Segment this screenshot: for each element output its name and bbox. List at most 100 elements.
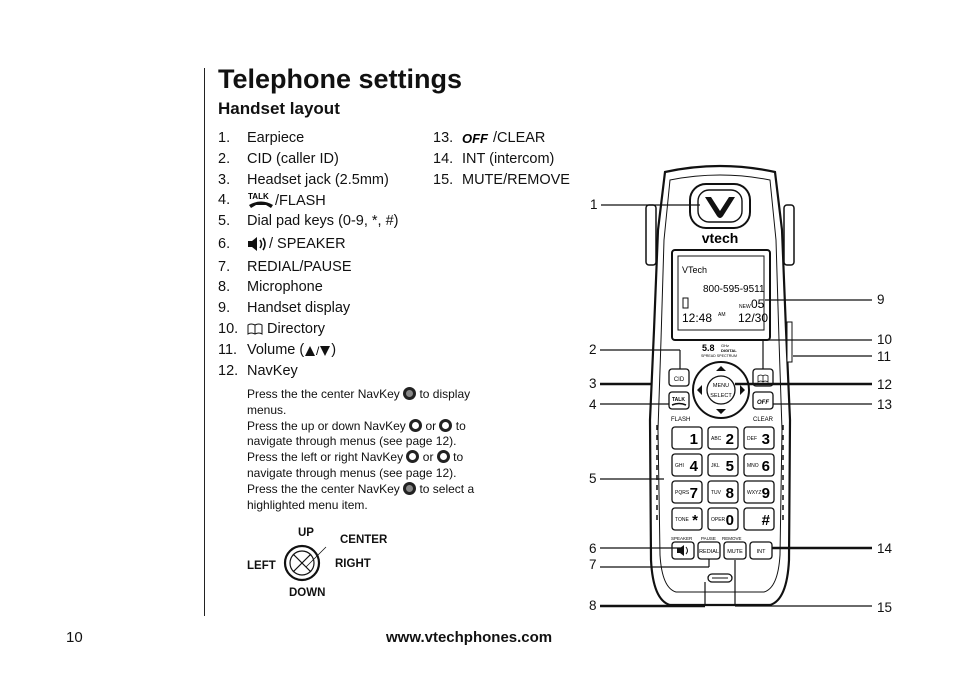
callout-12: 12 [877, 377, 893, 392]
footer-url: www.vtechphones.com [386, 629, 553, 646]
dial-key-letters: MNO [747, 463, 759, 469]
callout-1: 1 [590, 197, 598, 212]
dial-key-digit: 9 [762, 485, 770, 502]
dial-key [743, 426, 775, 450]
screen-line2: 800-595-9511 [703, 284, 765, 295]
dial-key [707, 453, 739, 477]
book-icon [247, 323, 263, 336]
navkey-paragraph: Press the left or right NavKey or to nav… [247, 450, 464, 480]
dial-key-digit: 2 [726, 431, 734, 448]
volume-arrows-icon: / [305, 344, 331, 357]
dial-key-digit: 5 [726, 458, 734, 475]
key-redial: REDIAL [699, 549, 719, 555]
navkey-paragraph: Press the up or down NavKey or to naviga… [247, 418, 466, 449]
nav-menu: MENU [713, 383, 729, 389]
navkey-down-label: DOWN [289, 587, 326, 599]
callout-10: 10 [877, 332, 893, 347]
navkey-instructions: Press the the center NavKey to display m… [247, 387, 507, 513]
callout-3: 3 [589, 376, 597, 391]
dial-key [707, 507, 739, 531]
speaker-icon [248, 237, 266, 252]
talk-icon-label: TALK [248, 192, 269, 201]
dial-key [671, 507, 703, 531]
label-clear: CLEAR [753, 417, 774, 423]
navkey-paragraph: Press the the center NavKey to select a … [247, 481, 475, 512]
dial-key [671, 426, 703, 450]
navkey-down-icon [439, 418, 453, 432]
dial-key-digit: 6 [762, 458, 770, 475]
callout-7: 7 [589, 557, 597, 572]
label-remove: REMOVE [722, 536, 742, 541]
navkey-right-icon [436, 450, 450, 464]
callout-15: 15 [877, 600, 893, 615]
badge-digital: DIGITAL [721, 348, 737, 353]
screen-date: 12/30 [738, 311, 768, 325]
dial-key-digit: 1 [690, 431, 698, 448]
dial-key-letters: WXYZ [747, 490, 761, 496]
screen-am: AM [718, 312, 726, 318]
nav-select: SELECT [710, 393, 732, 399]
page-number: 10 [66, 629, 83, 646]
key-off: OFF [757, 400, 769, 406]
dial-key [671, 480, 703, 504]
badge-ghz: GHz [721, 343, 729, 348]
navkey-center-label: CENTER [340, 534, 388, 546]
section-subtitle: Handset layout [218, 99, 340, 118]
vertical-divider [204, 68, 205, 616]
dial-key-letters: TUV [711, 490, 722, 496]
screen-time: 12:48 [682, 311, 712, 325]
navkey-diagram [283, 544, 327, 582]
callout-13: 13 [877, 397, 893, 412]
callout-8: 8 [589, 598, 597, 613]
dial-key-letters: OPER [711, 517, 726, 523]
navkey-paragraph: Press the the center NavKey to display m… [247, 387, 471, 417]
phone-brand: vtech [702, 230, 739, 246]
label-flash: FLASH [671, 417, 690, 423]
callout-9: 9 [877, 292, 885, 307]
callout-14: 14 [877, 541, 893, 556]
dial-key-digit: 8 [726, 485, 734, 502]
dial-key-digit: 0 [726, 512, 734, 529]
navkey-left-icon [406, 450, 420, 464]
dial-key-letters: ABC [711, 436, 722, 442]
badge-58: 5.8 [702, 343, 715, 353]
navkey-right-label: RIGHT [335, 558, 371, 570]
dial-key [743, 453, 775, 477]
navkey-up-label: UP [298, 527, 314, 539]
dial-key [743, 480, 775, 504]
navkey-center-icon [403, 387, 417, 400]
key-talk: TALK [672, 397, 685, 403]
key-mute: MUTE [727, 549, 743, 555]
navkey-up-icon [409, 418, 423, 432]
dial-key-letters: DEF [747, 436, 757, 442]
key-cid: CID [674, 377, 685, 383]
page-title: Telephone settings [218, 64, 463, 94]
dial-key-letters: TONE [675, 517, 689, 523]
navkey-center-icon [403, 481, 417, 495]
dial-key-digit: * [692, 512, 698, 529]
dial-key-digit: # [762, 512, 771, 529]
navkey-left-label: LEFT [247, 560, 276, 572]
dial-key-letters: PQRS [675, 490, 690, 496]
screen-new: NEW [739, 304, 751, 310]
dial-key [707, 426, 739, 450]
dial-key-digit: 3 [762, 431, 770, 448]
talk-icon: TALK [248, 192, 273, 208]
off-icon: OFF [462, 131, 489, 145]
key-int: INT [757, 549, 767, 555]
svg-text:/: / [316, 344, 320, 357]
dial-key [671, 453, 703, 477]
label-pause: PAUSE [701, 536, 716, 541]
dial-key-digit: 4 [690, 458, 699, 475]
screen-count: 05 [751, 297, 765, 311]
callout-5: 5 [589, 471, 597, 486]
dial-key-letters: JKL [711, 463, 720, 469]
dial-key [707, 480, 739, 504]
off-icon-label: OFF [462, 131, 489, 145]
callout-4: 4 [589, 397, 597, 412]
callout-6: 6 [589, 541, 597, 556]
badge-ss: SPREAD SPECTRUM [701, 354, 737, 358]
dial-key-letters: GHI [675, 463, 684, 469]
